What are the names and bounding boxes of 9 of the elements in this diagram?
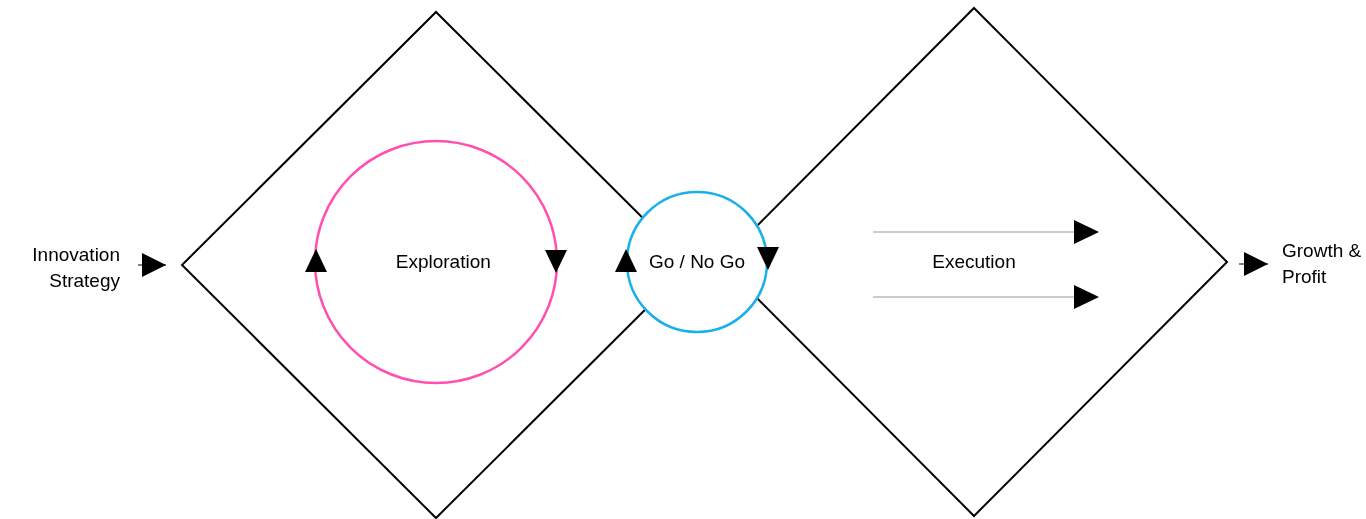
circle-shape	[627, 192, 767, 332]
text-label: Growth & Profit	[1282, 239, 1363, 289]
arrow	[1238, 252, 1269, 276]
node-label: Go / No Go	[648, 250, 746, 275]
text-label: Innovation Strategy	[31, 243, 120, 293]
node-label: Exploration	[395, 250, 491, 275]
node-label: Execution	[932, 250, 1016, 275]
circle-shape	[315, 141, 557, 383]
arrow	[137, 253, 167, 277]
